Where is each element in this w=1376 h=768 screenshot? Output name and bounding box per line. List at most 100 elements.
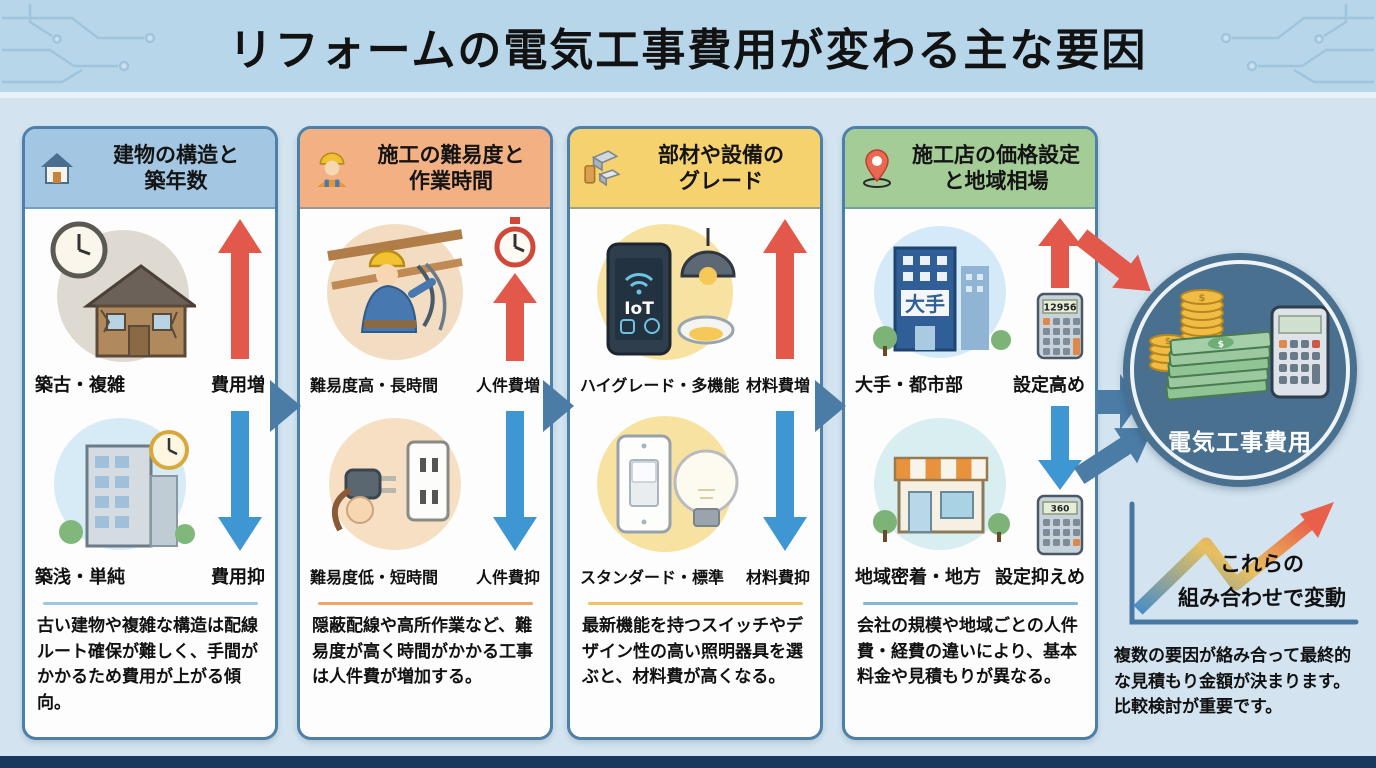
column-title: 施工の難易度と 作業時間 bbox=[377, 142, 525, 193]
material-down-arrow bbox=[763, 411, 807, 551]
result-circle: $ $ $ bbox=[1123, 253, 1357, 487]
condition-label: ハイグレード・多機能 bbox=[580, 376, 740, 395]
column-title: 部材や設備の グレード bbox=[658, 142, 784, 193]
result-label: 電気工事費用 bbox=[1168, 430, 1312, 456]
column-header-building: 建物の構造と 築年数 bbox=[25, 129, 275, 209]
calculator-display: 360 bbox=[1051, 505, 1070, 515]
trend-zigzag bbox=[1133, 516, 1317, 615]
svg-text:$: $ bbox=[1165, 337, 1171, 347]
money-calculator-illustration: $ $ $ bbox=[1149, 289, 1330, 401]
column-header-vendor: 施工店の価格設定 と地域相場 bbox=[845, 129, 1095, 209]
effect-label: 人件費抑 bbox=[475, 568, 540, 587]
down-row bbox=[25, 401, 275, 559]
calculator-display: 12956 bbox=[1043, 303, 1076, 314]
calculator-icon: 12956 bbox=[1036, 292, 1084, 360]
column-description: 古い建物や複雑な構造は配線ルート確保が難しく、手間がかかるため費用が上がる傾向。 bbox=[37, 616, 258, 713]
location-pin-icon bbox=[855, 148, 899, 188]
electrician-wiring-illustration bbox=[306, 214, 484, 364]
new-building-illustration bbox=[31, 406, 209, 556]
outlet-plug-illustration bbox=[306, 406, 484, 556]
cash-stack-icon: $ bbox=[1165, 330, 1272, 401]
down-row: 360 bbox=[845, 401, 1095, 559]
stopwatch-icon bbox=[494, 217, 536, 268]
trend-chart bbox=[1129, 501, 1359, 625]
page-title: リフォームの電気工事費用が変わる主な要因 bbox=[228, 25, 1148, 76]
divider bbox=[587, 602, 803, 605]
svg-text:$: $ bbox=[1199, 293, 1206, 304]
circuit-decoration-right bbox=[1220, 4, 1374, 84]
switch-bulb-illustration bbox=[576, 406, 754, 556]
labor-up-arrow bbox=[493, 273, 537, 361]
divider bbox=[42, 602, 258, 605]
up-row: IoT bbox=[570, 209, 820, 367]
up-label-row: 築古・複雑 費用増 bbox=[25, 367, 275, 401]
divider bbox=[317, 602, 533, 605]
major-company-illustration: 大手 bbox=[851, 214, 1029, 364]
factor-column-difficulty: 施工の難易度と 作業時間 bbox=[297, 126, 553, 740]
condition-label: 築浅・単純 bbox=[35, 567, 125, 588]
worker-icon bbox=[310, 149, 354, 187]
iot-lighting-illustration: IoT bbox=[576, 214, 754, 364]
down-label-row: スタンダード・標準 材料費抑 bbox=[570, 559, 820, 593]
effect-label: 費用抑 bbox=[211, 567, 265, 588]
up-label-row: 難易度高・長時間 人件費増 bbox=[300, 367, 550, 401]
material-up-arrow bbox=[763, 219, 807, 359]
svg-text:$: $ bbox=[1217, 340, 1224, 351]
flow-arrow-3 bbox=[815, 380, 846, 432]
down-label-row: 地域密着・地方 設定抑えめ bbox=[845, 559, 1095, 593]
factor-column-vendor: 施工店の価格設定 と地域相場 大手 bbox=[842, 126, 1098, 740]
column-description: 会社の規模や地域ごとの人件費・経費の違いにより、基本料金や見積もりが異なる。 bbox=[857, 616, 1078, 687]
converge-arrow-blue bbox=[1073, 428, 1153, 484]
column-header-difficulty: 施工の難易度と 作業時間 bbox=[300, 129, 550, 209]
down-label-row: 難易度低・短時間 人件費抑 bbox=[300, 559, 550, 593]
effect-label: 材料費増 bbox=[745, 376, 810, 395]
cost-up-arrow bbox=[218, 219, 262, 359]
converge-arrow-red bbox=[1075, 229, 1151, 292]
down-row bbox=[570, 401, 820, 559]
effect-label: 設定高め bbox=[1013, 375, 1085, 396]
trend-arrowhead bbox=[1300, 502, 1334, 538]
effect-label: 人件費増 bbox=[475, 376, 540, 395]
flow-arrow-1 bbox=[270, 380, 301, 432]
condition-label: 地域密着・地方 bbox=[855, 567, 981, 588]
title-banner: リフォームの電気工事費用が変わる主な要因 bbox=[0, 0, 1376, 98]
down-row bbox=[300, 401, 550, 559]
effect-label: 費用増 bbox=[211, 375, 265, 396]
condition-label: 難易度低・短時間 bbox=[310, 568, 439, 587]
price-up-arrow bbox=[1038, 218, 1082, 288]
column-title: 施工店の価格設定 と地域相場 bbox=[912, 142, 1080, 193]
iot-label: IoT bbox=[624, 299, 654, 319]
factor-column-materials: 部材や設備の グレード IoT bbox=[567, 126, 823, 740]
calculator-icon: 360 bbox=[1036, 494, 1084, 556]
combo-caption: これらの 組み合わせで変動 bbox=[1178, 552, 1346, 610]
chart-axes bbox=[1129, 501, 1359, 625]
old-house-illustration bbox=[31, 214, 209, 364]
condition-label: 大手・都市部 bbox=[855, 375, 963, 396]
up-label-row: ハイグレード・多機能 材料費増 bbox=[570, 367, 820, 401]
column-header-materials: 部材や設備の グレード bbox=[570, 129, 820, 209]
major-company-sign: 大手 bbox=[905, 292, 945, 316]
effect-label: 設定抑えめ bbox=[995, 567, 1085, 588]
infographic-board: 建物の構造と 築年数 bbox=[0, 98, 1376, 768]
result-note: 複数の要因が絡み合って最終的な見積もり金額が決まります。比較検討が重要です。 bbox=[1114, 646, 1352, 717]
up-label-row: 大手・都市部 設定高め bbox=[845, 367, 1095, 401]
divider bbox=[862, 602, 1078, 605]
up-row: 大手 12956 bbox=[845, 209, 1095, 367]
flow-arrow-2 bbox=[543, 380, 574, 432]
circuit-decoration-left bbox=[2, 4, 156, 84]
condition-label: 築古・複雑 bbox=[35, 375, 125, 396]
factor-column-building: 建物の構造と 築年数 bbox=[22, 126, 278, 740]
local-shop-illustration bbox=[851, 406, 1029, 556]
condition-label: スタンダード・標準 bbox=[580, 568, 725, 587]
down-label-row: 築浅・単純 費用抑 bbox=[25, 559, 275, 593]
cost-down-arrow bbox=[218, 411, 262, 551]
condition-label: 難易度高・長時間 bbox=[310, 376, 439, 395]
house-icon bbox=[35, 150, 79, 186]
price-down-arrow bbox=[1038, 406, 1082, 490]
column-title: 建物の構造と 築年数 bbox=[113, 142, 239, 193]
effect-label: 材料費抑 bbox=[745, 568, 810, 587]
column-description: 隠蔽配線や高所作業など、難易度が高く時間がかかる工事は人件費が増加する。 bbox=[312, 616, 533, 687]
bottom-bar bbox=[0, 756, 1376, 768]
up-row bbox=[25, 209, 275, 367]
column-description: 最新機能を持つスイッチやデザイン性の高い照明器具を選ぶと、材料費が高くなる。 bbox=[582, 616, 803, 687]
